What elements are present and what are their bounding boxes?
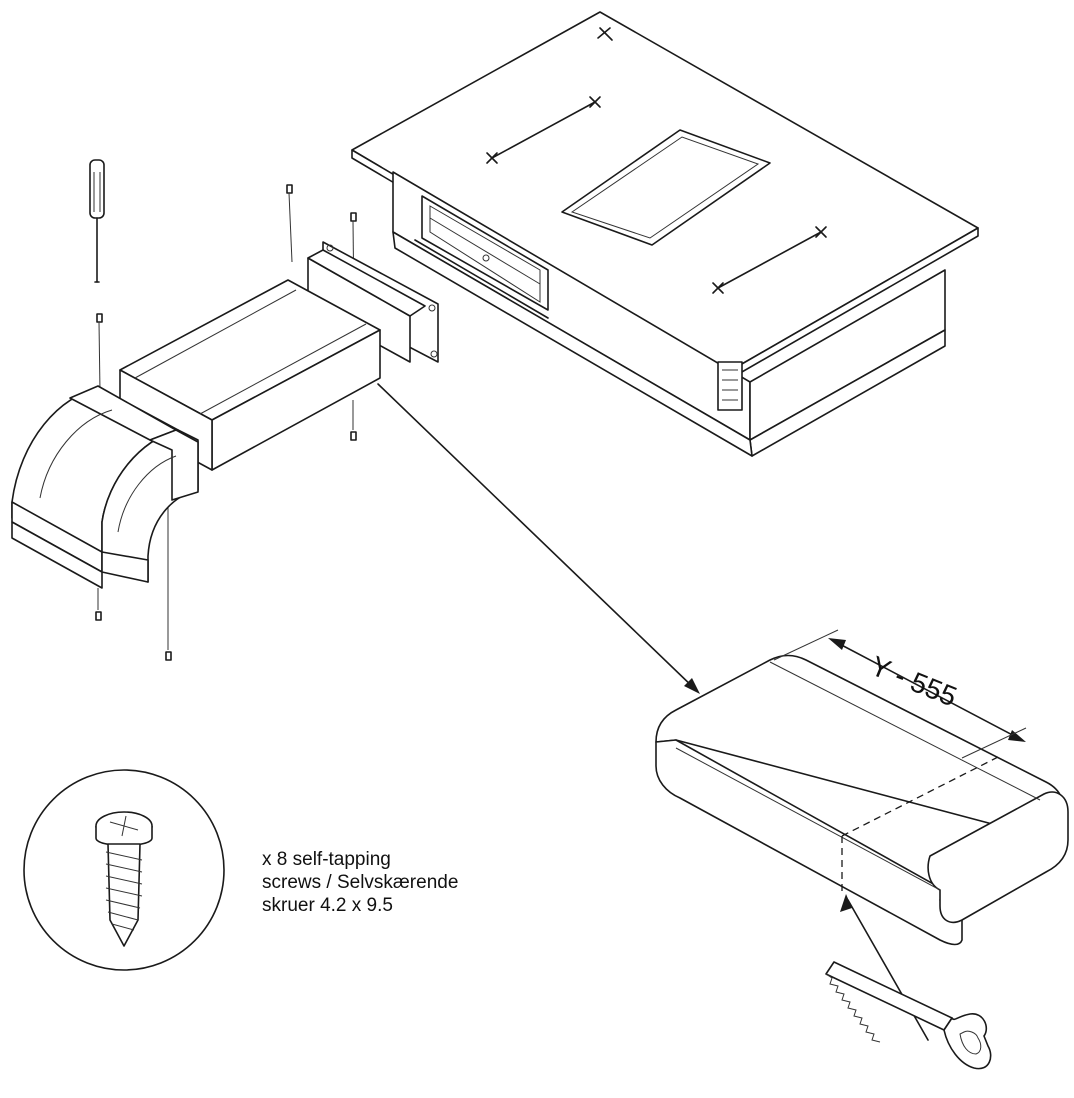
cooktop-hob-icon [351, 11, 979, 457]
screwdriver-icon [89, 159, 105, 283]
duct-bend-icon [11, 385, 199, 589]
detail-arrow [377, 383, 700, 694]
caption-line-3: skruer 4.2 x 9.5 [262, 895, 393, 916]
hand-saw-icon [825, 894, 992, 1070]
screw-caption: x 8 self-tapping screws / Selvskærende s… [262, 848, 458, 917]
duct-adapter-icon [307, 241, 439, 363]
caption-line-2: screws / Selvskærende [262, 872, 459, 893]
self-tapping-screw-icon [23, 769, 225, 971]
duct-cut-section-icon [655, 629, 1069, 946]
caption-line-1: x 8 self-tapping [262, 849, 391, 870]
